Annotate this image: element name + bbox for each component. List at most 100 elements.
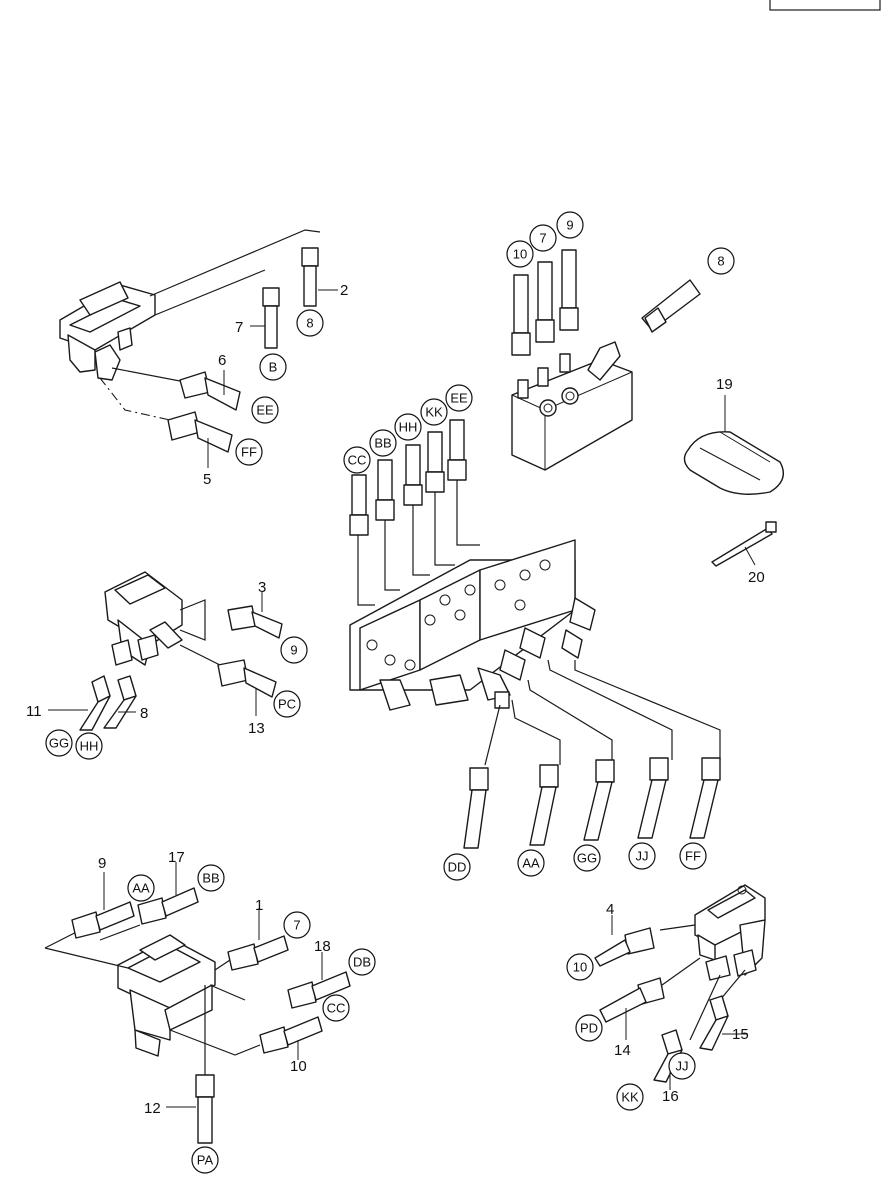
hose-EE (447, 419, 480, 546)
callout-text: DD (448, 860, 467, 875)
part-number-17: 17 (168, 849, 185, 866)
callout-8-top: 8 (296, 309, 324, 337)
callout-10-top: 10 (506, 240, 534, 268)
callout-text: BB (202, 871, 219, 886)
callout-text: HH (399, 420, 418, 435)
callout-text: HH (80, 739, 99, 754)
callout-text: CC (327, 1001, 346, 1016)
callout-text: EE (256, 403, 274, 418)
callout-CC-bottom: CC (322, 994, 350, 1022)
callout-text: B (269, 360, 278, 375)
part-number-5: 5 (203, 471, 211, 488)
callout-text: EE (450, 391, 468, 406)
top-hose-7 (535, 261, 555, 343)
part-number-15: 15 (732, 1026, 749, 1043)
callout-AA-bottom: AA (127, 874, 155, 902)
hose-GG (583, 759, 615, 841)
callout-HH-left: HH (75, 732, 103, 760)
part-number-13: 13 (248, 720, 265, 737)
callout-text: 9 (290, 643, 297, 658)
hose-JJ (637, 757, 669, 839)
callout-GG-left: GG (45, 729, 73, 757)
callout-text: FF (685, 849, 701, 864)
part-number-10: 10 (290, 1058, 307, 1075)
callout-text: KK (425, 405, 443, 420)
fitting-7-top-left (250, 287, 280, 349)
part-number-19: 19 (716, 376, 733, 393)
top-hose-10 (511, 274, 531, 356)
top-left-valve-assembly (59, 229, 321, 421)
part-number-1: 1 (255, 897, 263, 914)
callout-text: JJ (636, 849, 649, 864)
callout-EE-top-left: EE (251, 396, 279, 424)
callout-text: CC (348, 453, 367, 468)
hose-CC (349, 474, 375, 606)
fitting-10-bottom (259, 1016, 323, 1060)
part-number-11: 11 (26, 703, 42, 720)
leader-FF (574, 660, 721, 760)
callout-text: DB (353, 955, 371, 970)
fitting-12 (166, 1074, 215, 1144)
callout-8-top-right: 8 (707, 247, 735, 275)
fitting-11 (48, 675, 111, 731)
callout-BB-bottom: BB (197, 864, 225, 892)
callout-JJ: JJ (628, 842, 656, 870)
callout-JJ-right: JJ (668, 1052, 696, 1080)
callout-text: GG (577, 851, 597, 866)
callout-text: PC (278, 697, 296, 712)
leader-JJ (547, 659, 673, 760)
callout-text: AA (132, 881, 150, 896)
callout-text: FF (241, 445, 257, 460)
fitting-17 (137, 862, 199, 925)
callout-text: AA (522, 856, 540, 871)
part-number-7: 7 (235, 319, 243, 336)
callout-KK: KK (420, 398, 448, 426)
callout-9-top: 9 (556, 211, 584, 239)
top-hose-9 (559, 249, 579, 331)
fitting-5 (167, 411, 233, 468)
callout-FF-top-left: FF (235, 438, 263, 466)
fitting-3 (227, 592, 283, 639)
callout-text: 7 (539, 231, 546, 246)
leader-DD (484, 704, 501, 766)
callout-text: KK (621, 1090, 639, 1105)
callout-text: 10 (573, 960, 587, 975)
callout-PD: PD (575, 1014, 603, 1042)
callout-KK-right: KK (616, 1083, 644, 1111)
callout-GG: GG (573, 844, 601, 872)
callout-PA: PA (191, 1146, 219, 1174)
top-right-manifold-block (511, 341, 633, 471)
callout-DD: DD (443, 853, 471, 881)
callout-text: BB (374, 436, 391, 451)
part-number-12: 12 (144, 1100, 161, 1117)
part-number-20: 20 (748, 569, 765, 586)
fitting-8-left (103, 675, 137, 729)
sleeve-19 (683, 395, 784, 495)
fitting-1 (227, 908, 289, 971)
callout-9-left: 9 (280, 636, 308, 664)
fitting-14 (599, 977, 665, 1040)
callout-10-right: 10 (566, 953, 594, 981)
part-number-8: 8 (140, 705, 148, 722)
hose-DD (463, 767, 489, 849)
callout-7-bottom: 7 (283, 911, 311, 939)
fitting-13 (217, 659, 277, 716)
callout-HH: HH (394, 413, 422, 441)
hose-BB (375, 459, 400, 591)
callout-FF: FF (679, 842, 707, 870)
part-number-3: 3 (258, 579, 266, 596)
hose-AA (529, 764, 559, 846)
middle-left-valve-assembly (104, 571, 231, 671)
bottom-right-valve-assembly (654, 884, 766, 1041)
callout-B: B (259, 353, 287, 381)
callout-text: 8 (306, 316, 313, 331)
part-number-4: 4 (606, 901, 614, 918)
hose-KK (425, 431, 455, 566)
part-number-18: 18 (314, 938, 331, 955)
fitting-15 (699, 995, 748, 1051)
callout-CC: CC (343, 446, 371, 474)
callout-AA: AA (517, 849, 545, 877)
callout-text: 8 (717, 254, 724, 269)
callout-text: PA (197, 1153, 214, 1168)
